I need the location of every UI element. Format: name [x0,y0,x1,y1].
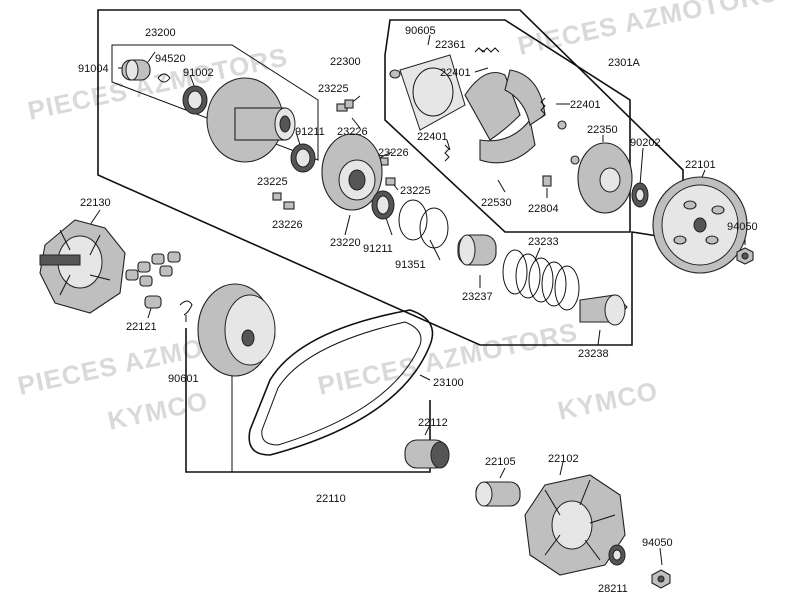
label-22350: 22350 [587,124,618,136]
label-90605: 90605 [405,25,436,37]
label-22121: 22121 [126,321,157,333]
label-90601: 90601 [168,373,199,385]
part-91351-o-rings [398,199,449,249]
label-23226-a: 23226 [337,126,368,138]
label-94050-a: 94050 [727,221,758,233]
watermark-text: KYMCO [105,385,211,436]
part-23100-drive-belt [248,309,434,456]
watermark-text: KYMCO [555,375,661,426]
part-small-bolt [557,120,567,130]
label-23233: 23233 [528,236,559,248]
label-91351: 91351 [395,259,426,271]
label-23220: 23220 [330,237,361,249]
part-clutch-springs [444,47,546,162]
label-22401-c: 22401 [417,131,448,143]
label-23226-c: 23226 [378,147,409,159]
label-94520: 94520 [155,53,186,65]
label-22300: 22300 [330,56,361,68]
part-91211-seal-b [371,190,395,220]
label-23225-a: 23225 [318,83,349,95]
label-23100: 23100 [433,377,464,389]
part-22105-bushing [475,481,521,507]
label-22105: 22105 [485,456,516,468]
label-22530: 22530 [481,197,512,209]
part-22130-fixed-face [39,219,126,314]
part-28211-washer [608,544,626,566]
label-22130: 22130 [80,197,111,209]
part-91002-seal [182,85,208,115]
group-22110-line [185,328,431,473]
part-rollers [125,251,181,287]
part-movable-drive-face [206,77,296,163]
label-22112: 22112 [418,417,448,429]
label-22110: 22110 [316,493,346,505]
part-90605-nut [389,69,401,79]
label-91002: 91002 [183,67,214,79]
label-22804: 22804 [528,203,559,215]
label-91004: 91004 [78,63,109,75]
part-guide-pins [272,99,396,210]
part-23233-spring [502,249,580,311]
part-driven-pulley [197,283,276,377]
part-91004-bushing [121,59,151,81]
label-22102: 22102 [548,453,579,465]
part-94050-nut-b [651,569,671,589]
part-22112-collar [404,439,450,469]
part-22101-clutch-bell [652,176,748,274]
label-22401-a: 22401 [440,67,471,79]
label-23226-b: 23226 [272,219,303,231]
part-22300-clutch-plate [399,54,546,164]
label-23238: 23238 [578,348,609,360]
part-small-bolt [570,155,580,165]
part-23237-collar [457,234,497,266]
part-90202-nut [631,182,649,208]
label-2301A: 2301A [608,57,640,69]
label-23200: 23200 [145,27,176,39]
part-23238-spring-seat [579,294,628,326]
assembly-frame-outer [97,9,684,346]
label-23237: 23237 [462,291,493,303]
part-91211-seal [290,143,316,173]
part-22804-nut [542,175,552,187]
part-22121-washer [144,295,162,309]
part-22102-fan [524,474,626,576]
part-94520-clip [157,73,171,83]
label-91211-b: 91211 [363,243,393,255]
label-22401-b: 22401 [570,99,601,111]
label-90202: 90202 [630,137,661,149]
label-22101: 22101 [685,159,716,171]
movable-face-group [111,44,319,161]
label-22361: 22361 [435,39,466,51]
part-94050-nut-a [736,247,754,265]
part-23220-cam-plate [321,133,383,211]
part-22350-drive-plate [577,142,633,214]
part-90601-circlip [179,300,193,316]
label-91211-a: 91211 [295,126,325,138]
clutch-group [384,19,631,233]
label-23225-c: 23225 [400,185,431,197]
label-23225-b: 23225 [257,176,288,188]
label-94050-b: 94050 [642,537,673,549]
label-28211: 28211 [598,583,628,595]
